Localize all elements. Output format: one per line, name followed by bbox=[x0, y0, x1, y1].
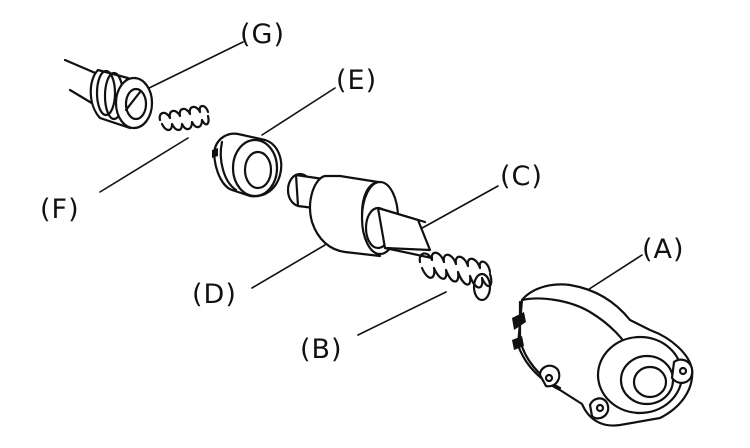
leader-lines bbox=[99, 41, 643, 336]
leader-line-c bbox=[414, 185, 499, 233]
label-a: (A) bbox=[642, 234, 685, 265]
label-e: (E) bbox=[336, 65, 377, 96]
leader-line-d bbox=[251, 244, 326, 289]
leader-line-f bbox=[99, 137, 189, 193]
label-b: (B) bbox=[300, 334, 343, 365]
part-d-valve-piston bbox=[286, 172, 434, 260]
part-a-housing bbox=[512, 283, 694, 427]
part-e-valve-seat bbox=[212, 132, 283, 198]
part-g-threaded-fitting bbox=[63, 58, 154, 130]
part-labels: (G) (E) (F) (C) (D) (A) (B) bbox=[40, 19, 685, 365]
leader-line-b bbox=[357, 291, 447, 336]
leader-line-g bbox=[144, 41, 244, 91]
part-b-large-spring bbox=[418, 251, 493, 302]
part-f-small-spring bbox=[158, 104, 210, 132]
leader-line-e bbox=[261, 87, 336, 136]
label-f: (F) bbox=[40, 194, 80, 225]
label-d: (D) bbox=[192, 279, 237, 310]
label-c: (C) bbox=[500, 161, 543, 192]
leader-line-a bbox=[582, 254, 643, 294]
label-g: (G) bbox=[240, 19, 285, 50]
